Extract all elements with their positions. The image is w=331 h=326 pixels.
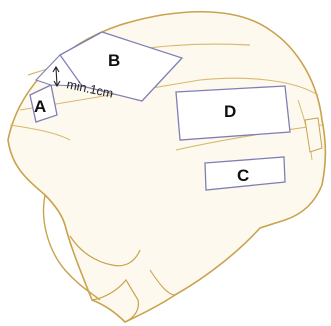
helmet-seam-brim	[9, 124, 71, 141]
helmet-rear-strap	[304, 117, 323, 153]
zone-c-label: C	[237, 166, 249, 185]
helmet-earflap	[42, 194, 101, 301]
helmet-chin-detail	[149, 269, 176, 296]
zone-spacer-band	[35, 54, 84, 87]
helmet-seam-side	[175, 124, 323, 151]
zone-d-label: D	[224, 102, 236, 121]
helmet-strap-lower	[91, 278, 139, 323]
helmet-seam-middle	[19, 77, 319, 111]
zone-c-area	[204, 156, 286, 191]
min-distance-arrow	[52, 65, 61, 88]
zone-b-label: B	[108, 51, 120, 70]
zone-a-area	[29, 84, 58, 123]
helmet-earflap-inner	[69, 235, 141, 267]
zone-d-area	[175, 85, 291, 141]
zone-a-label: A	[34, 97, 46, 116]
